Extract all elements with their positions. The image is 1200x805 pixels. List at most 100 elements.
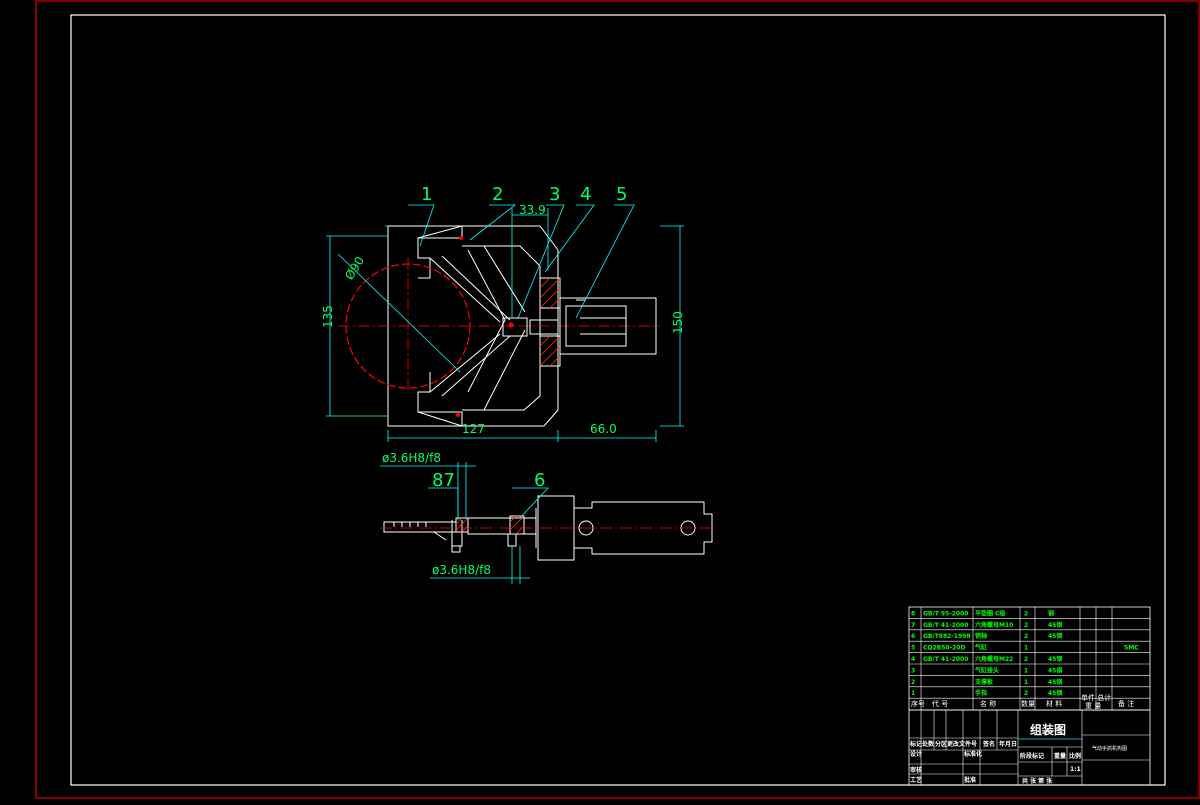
bom-cell-code: GB/T 41-2000 xyxy=(923,656,968,663)
bom-cell-qty: 2 xyxy=(1024,656,1028,663)
bom-header-material: 材 料 xyxy=(1046,699,1062,708)
bom-cell-no: 3 xyxy=(911,667,915,674)
bom-cell-no: 1 xyxy=(911,690,915,697)
cylinder-joint xyxy=(502,317,528,337)
tb-date: 年月日 xyxy=(999,740,1017,748)
tb-sheet: 共 张 第 张 xyxy=(1022,777,1053,785)
bom-cell-material: 45钢 xyxy=(1048,678,1062,686)
bom-header-note: 备 注 xyxy=(1118,699,1134,708)
bom-cell-code: GB/T882-1998 xyxy=(923,633,971,640)
bom-cell-material: 45钢 xyxy=(1048,632,1062,640)
nut-hatch-block xyxy=(539,277,561,367)
balloon-5: 5 xyxy=(616,184,627,205)
fit-label-1: ø3.6H8/f8 xyxy=(382,451,441,465)
finger-1-outline xyxy=(387,225,463,427)
tb-process: 工艺 xyxy=(910,776,922,784)
plate-side xyxy=(467,517,537,535)
outer-frame xyxy=(35,0,1200,799)
connector-nut xyxy=(529,319,559,335)
tb-change: 更改文件号 xyxy=(947,740,977,748)
bom-cell-material: 钢 xyxy=(1048,609,1054,617)
tb-std: 标准化 xyxy=(963,750,982,758)
bom-cell-material: 45钢 xyxy=(1048,666,1062,674)
bom-cell-name: 支撑板 xyxy=(974,678,994,686)
bom-cell-qty: 1 xyxy=(1024,679,1028,686)
bom-header-name: 名 称 xyxy=(980,699,996,708)
balloon-3: 3 xyxy=(549,184,560,205)
bom-cell-code: CQ2B50-20D xyxy=(923,645,965,652)
tb-scale: 比例 xyxy=(1069,752,1081,760)
title-block: 组装图 气动手抓机构图 标记 处数 分区 更改文件号 签名 年月日 设计 标准化… xyxy=(908,709,1151,786)
dim-33-9: 33.9 xyxy=(519,203,546,217)
bom-cell-name: 手指 xyxy=(975,689,987,697)
top-view: 1 2 3 4 5 33.9 Ø90 135 150 127 66.0 xyxy=(321,184,685,442)
tb-scale-value: 1:1 xyxy=(1070,766,1081,773)
bom-header-qty: 数量 xyxy=(1021,699,1035,708)
dim-135: 135 xyxy=(321,305,335,328)
drawing-subtitle: 气动手抓机构图 xyxy=(1092,745,1127,752)
bom-cell-no: 8 xyxy=(911,610,915,617)
bom-header-no: 序号 xyxy=(911,699,925,708)
bom-cell-qty: 1 xyxy=(1024,667,1028,674)
tb-zone: 分区 xyxy=(935,740,947,748)
dim-150: 150 xyxy=(671,311,685,334)
tb-design: 设计 xyxy=(910,750,922,758)
side-view: ø3.6H8/f8 87 6 ø3.6H8/f8 xyxy=(380,451,716,584)
finger-side xyxy=(383,521,457,533)
tb-count: 处数 xyxy=(921,740,935,748)
bom-cell-name: 销轴 xyxy=(975,632,987,640)
drawing-name: 组装图 xyxy=(1030,722,1066,737)
tb-mark: 标记 xyxy=(909,740,922,748)
bom-cell-code: GB/T 41-2000 xyxy=(923,622,968,629)
balloon-leaders xyxy=(408,204,635,319)
bom-cell-qty: 2 xyxy=(1024,610,1028,617)
centerlines xyxy=(338,258,660,394)
hole-marker-top xyxy=(459,236,463,240)
dim-127: 127 xyxy=(462,422,485,436)
bom-cell-no: 5 xyxy=(911,645,915,652)
bom-cell-material: 45钢 xyxy=(1048,689,1062,697)
fit-label-2: ø3.6H8/f8 xyxy=(432,563,491,577)
cylinder-inner xyxy=(565,299,627,347)
tb-stage: 阶段标记 xyxy=(1020,752,1044,760)
v-channel xyxy=(462,245,541,411)
bom-cell-no: 7 xyxy=(911,622,915,629)
bom-cell-material: 45钢 xyxy=(1048,621,1062,629)
bom-cell-qty: 2 xyxy=(1024,690,1028,697)
inner-frame xyxy=(70,14,1166,786)
cylinder-port-left xyxy=(578,520,594,536)
bom-cell-name: 六角螺母M10 xyxy=(975,621,1013,629)
bom-cell-name: 六角螺母M22 xyxy=(975,655,1013,663)
bom-cell-name: 气缸接头 xyxy=(974,666,999,674)
cylinder-body xyxy=(559,297,657,355)
bom-header-weight: 单件 总计 xyxy=(1081,693,1111,702)
balloon-4: 4 xyxy=(580,184,591,205)
balloon-2: 2 xyxy=(492,184,503,205)
dim-66: 66.0 xyxy=(590,422,617,436)
side-view-dimensions xyxy=(380,462,549,584)
tb-weight: 重量 xyxy=(1054,752,1066,760)
dim-87: 87 xyxy=(432,470,455,491)
hole-marker-bottom xyxy=(456,413,460,417)
finger-side-teeth xyxy=(393,520,463,547)
bom-header-weight-sub: 重 量 xyxy=(1085,702,1101,710)
balloon-1: 1 xyxy=(421,184,432,205)
bom-cell-no: 6 xyxy=(911,633,915,640)
arm-lines xyxy=(429,255,511,397)
bom-cell-qty: 2 xyxy=(1024,633,1028,640)
pin-hatch-2 xyxy=(509,515,525,535)
bom-cell-code: GB/T 95-2000 xyxy=(923,610,968,617)
tb-sign: 签名 xyxy=(982,740,995,748)
bom-cell-no: 4 xyxy=(911,656,915,663)
bom-cell-qty: 2 xyxy=(1024,622,1028,629)
bom-cell-no: 2 xyxy=(911,679,915,686)
tb-review: 审核 xyxy=(910,766,922,774)
bom-cell-name: 气缸 xyxy=(974,644,987,652)
balloon-6: 6 xyxy=(534,470,545,491)
bom-cell-name: 平垫圈 C级 xyxy=(975,609,1006,617)
bom-cell-material: 45钢 xyxy=(1048,655,1062,663)
pin-marker xyxy=(508,322,514,328)
